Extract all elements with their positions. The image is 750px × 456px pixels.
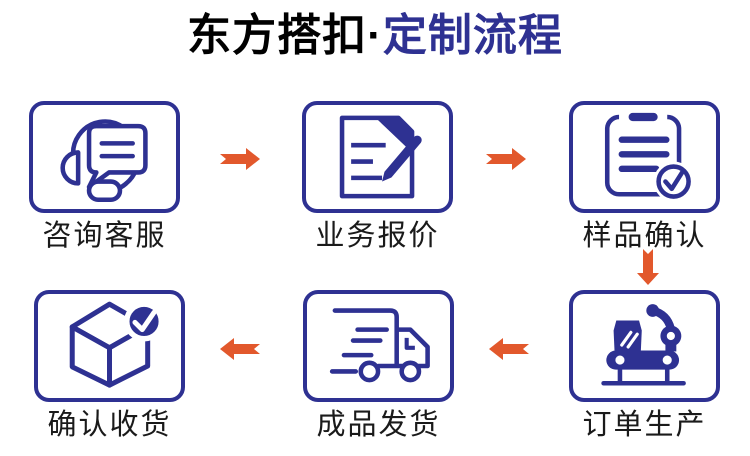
page-title: 东方搭扣·定制流程 [0,10,750,62]
title-brand-text: 东方搭扣· [187,11,383,60]
flow-arrow-left-2 [220,338,260,360]
production-conveyor-robot-arm-icon [601,304,686,386]
left-arrow-icon [489,338,529,360]
customer-service-headset-chat-icon [60,119,148,202]
step-box-shipping [303,290,454,402]
sample-checklist-check-icon [604,110,694,202]
delivery-truck-speed-icon [329,308,430,383]
right-arrow-icon [486,148,526,170]
step-box-receipt [34,290,185,402]
step-box-production [569,290,720,402]
step-box-consult [29,101,180,213]
title-accent-text: 定制流程 [382,11,563,60]
step-label-consult: 咨询客服 [42,220,167,252]
flow-arrow-down [637,249,659,285]
step-label-shipping: 成品发货 [316,409,441,441]
step-label-production: 订单生产 [582,409,707,441]
step-box-sample [569,101,720,213]
step-label-sample: 样品确认 [582,220,707,252]
flow-arrow-right-2 [486,148,526,170]
step-label-receipt: 确认收货 [47,409,172,441]
down-arrow-icon [637,249,659,285]
flow-arrow-right-1 [220,148,260,170]
package-box-check-icon [69,301,165,388]
right-arrow-icon [220,148,260,170]
flow-arrow-left-1 [489,338,529,360]
step-label-quotation: 业务报价 [315,220,440,252]
quotation-document-pen-icon [339,115,422,199]
step-box-quotation [302,101,453,213]
left-arrow-icon [220,338,260,360]
